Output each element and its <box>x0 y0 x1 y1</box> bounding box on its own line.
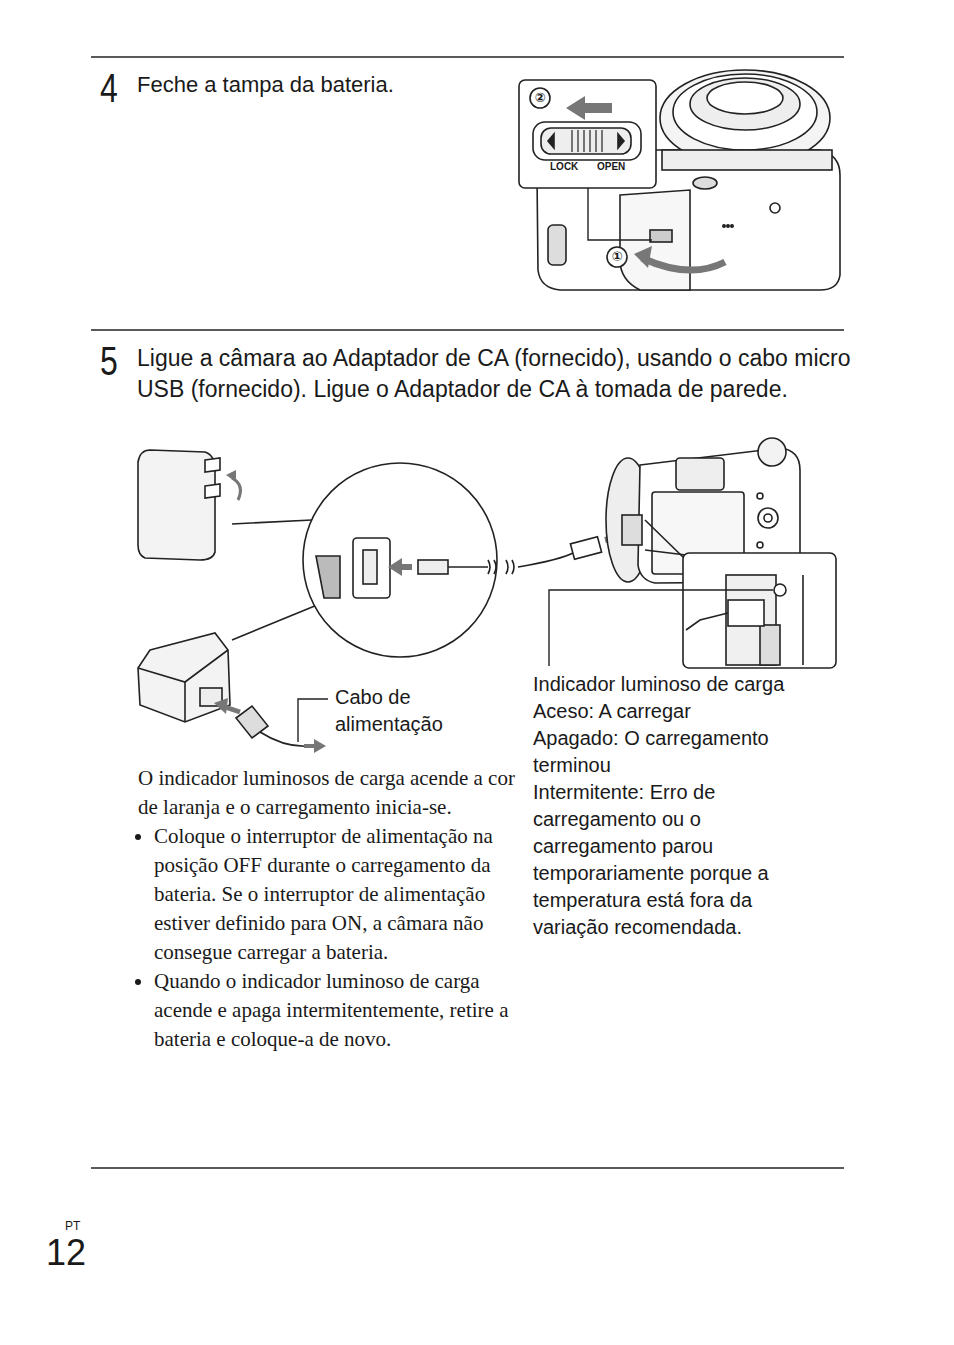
indicator-state: Aceso: A carregar <box>533 698 825 725</box>
switch-label: LOCK <box>550 161 578 173</box>
callout-number: ② <box>530 88 550 108</box>
part-label: Cabo de alimentação <box>335 684 470 738</box>
step-text-box: Ligue a câmara ao Adaptador de CA (forne… <box>137 343 852 405</box>
indicator-state: Apagado: O carregamento terminou <box>533 725 825 779</box>
callout-number: ① <box>607 247 627 267</box>
step-text: Feche a tampa da bateria. <box>137 71 497 99</box>
part-label-box: Cabo de alimentação <box>335 684 470 738</box>
indicator-label: Indicador luminoso de carga <box>533 671 825 698</box>
callout-box: ① <box>607 247 627 267</box>
step-text: Ligue a câmara ao Adaptador de CA (forne… <box>137 343 852 405</box>
page-number: 12 <box>46 1234 86 1272</box>
switch-label-box: LOCK <box>550 161 578 173</box>
indicator-state: Intermitente: Erro de carregamento ou o … <box>533 779 825 941</box>
language-tag-box: PT <box>65 1219 80 1233</box>
step-number: 5 <box>100 341 118 381</box>
bullet-note: Coloque o interruptor de alimentação na … <box>154 822 516 967</box>
callout-box: ② <box>530 88 550 108</box>
step-number: 4 <box>100 68 118 108</box>
page-number-box: 12 <box>46 1234 86 1272</box>
switch-label-box: OPEN <box>597 161 625 173</box>
step-number-box: 5 <box>100 341 118 381</box>
indicator-notes: Indicador luminoso de cargaAceso: A carr… <box>533 671 825 941</box>
bullet-note: Quando o indicador luminoso de carga ace… <box>154 967 516 1054</box>
switch-label: OPEN <box>597 161 625 173</box>
bullet-list: Coloque o interruptor de alimentação na … <box>138 822 516 1054</box>
body-notes: O indicador luminosos de carga acende a … <box>138 764 516 1054</box>
step-number-box: 4 <box>100 68 118 108</box>
body-paragraph: O indicador luminosos de carga acende a … <box>138 764 516 822</box>
step-text-box: Feche a tampa da bateria. <box>137 71 497 99</box>
language-tag: PT <box>65 1219 80 1233</box>
